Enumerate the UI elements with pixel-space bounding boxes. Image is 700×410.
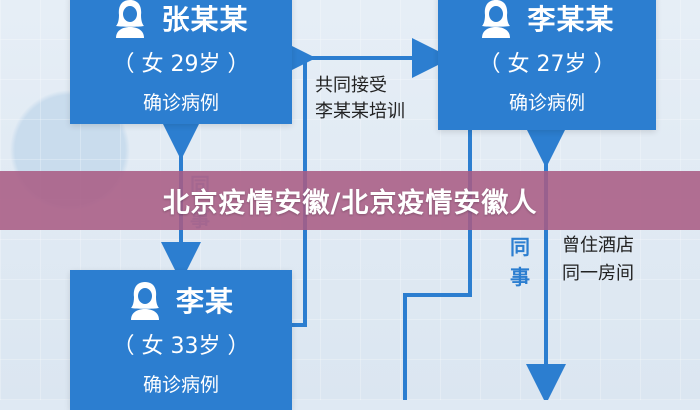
case-age: （ 女 29岁 ） xyxy=(112,52,250,77)
label-colleague-right: 同 事 xyxy=(510,235,530,289)
label-shared-training: 共同接受 李某某培训 xyxy=(315,75,405,122)
connector-li33-training xyxy=(292,58,307,327)
female-person-icon xyxy=(482,0,511,38)
label-hotel-room: 曾住酒店 同一房间 xyxy=(562,235,634,284)
case-status: 确诊病例 xyxy=(508,92,585,114)
headline-title: 北京疫情安徽/北京疫情安徽人 xyxy=(162,188,538,219)
case-card-li33: 李某 （ 女 33岁 ） 确诊病例 xyxy=(70,270,292,410)
case-card-zhang: 张某某 （ 女 29岁 ） 确诊病例 xyxy=(70,0,292,124)
case-name: 李某某 xyxy=(527,3,615,36)
case-status: 确诊病例 xyxy=(142,374,219,396)
case-name: 李某 xyxy=(175,285,234,318)
female-person-icon xyxy=(116,0,145,38)
case-age: （ 女 33岁 ） xyxy=(112,334,250,359)
case-status: 确诊病例 xyxy=(142,92,219,114)
case-name: 张某某 xyxy=(161,3,249,36)
female-person-icon xyxy=(130,282,159,320)
case-age: （ 女 27岁 ） xyxy=(478,52,616,77)
case-card-li27: 李某某 （ 女 27岁 ） 确诊病例 xyxy=(438,0,656,130)
headline-banner: 北京疫情安徽/北京疫情安徽人 xyxy=(0,171,700,230)
